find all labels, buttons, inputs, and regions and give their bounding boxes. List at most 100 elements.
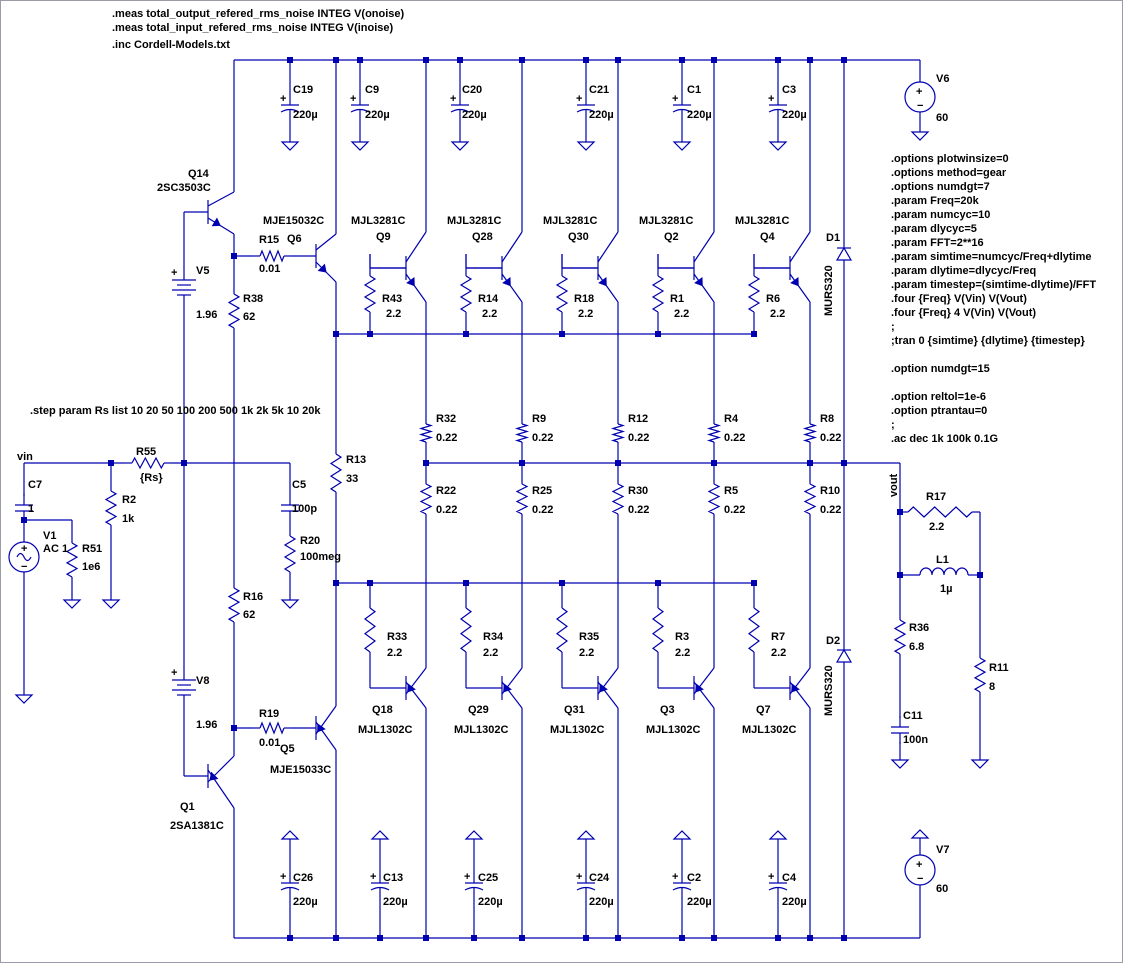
step-directive: .step param Rs list 10 20 50 100 200 500… <box>30 405 321 417</box>
base-resistor-r1 <box>651 268 665 320</box>
capacitor-c11 <box>891 716 909 744</box>
v7-value-label: 60 <box>936 883 948 895</box>
capacitor-ground <box>464 830 484 840</box>
battery-v8: + <box>171 667 196 708</box>
emitter-resistor-r30 <box>611 476 625 522</box>
v5-value-label: 1.96 <box>196 309 217 321</box>
resistor-r17 <box>900 506 980 518</box>
capacitor-ground <box>280 141 300 151</box>
base-resistor-r34 <box>459 600 473 660</box>
base-resistor-r35 <box>555 600 569 660</box>
r51-ground <box>62 599 82 609</box>
capacitor-polarity-mark: + <box>464 871 470 883</box>
d2-model-label: MURS320 <box>823 665 835 716</box>
resistor-value-label: 0.22 <box>820 504 841 516</box>
capacitor-ground <box>672 141 692 151</box>
capacitor-name-label: C26 <box>293 872 313 884</box>
output-transistor-q28 <box>466 231 523 303</box>
capacitor-name-label: C1 <box>687 84 701 96</box>
capacitor-polarity-mark: + <box>370 871 376 883</box>
resistor-value-label: 2.2 <box>674 308 689 320</box>
capacitor-ground <box>370 830 390 840</box>
capacitor-name-label: C20 <box>462 84 482 96</box>
battery-plus-mark: + <box>171 267 177 279</box>
inductor-l1 <box>900 567 980 576</box>
include-directive: .inc Cordell-Models.txt <box>112 39 230 51</box>
resistor-r38 <box>227 286 241 336</box>
resistor-r13 <box>329 446 343 500</box>
resistor-value-label: 2.2 <box>770 308 785 320</box>
r19-value-label: 0.01 <box>259 737 280 749</box>
transistor-model-label: MJL1302C <box>742 724 796 736</box>
capacitor-name-label: C24 <box>589 872 610 884</box>
capacitor-c5 <box>281 494 299 522</box>
battery-v5: + <box>171 267 196 308</box>
output-transistor-q29 <box>466 667 523 709</box>
transistor-ref-label: Q3 <box>660 704 675 716</box>
transistor-model-label: MJL1302C <box>454 724 508 736</box>
capacitor-value-label: 220µ <box>782 896 807 908</box>
source-minus-mark: − <box>917 873 923 885</box>
output-transistor-q7 <box>754 667 811 709</box>
transistor-ref-label: Q29 <box>468 704 489 716</box>
transistor-ref-label: Q2 <box>664 231 679 243</box>
capacitor-c21: + <box>576 93 596 121</box>
d2-name-label: D2 <box>826 635 840 647</box>
resistor-name-label: R8 <box>820 413 834 425</box>
r15-name-label: R15 <box>259 234 279 246</box>
transistor-ref-label: Q28 <box>472 231 493 243</box>
meas-directive-input: .meas total_input_refered_rms_noise INTE… <box>112 22 394 34</box>
r55-name-label: R55 <box>136 446 156 458</box>
resistor-name-label: R10 <box>820 485 840 497</box>
resistor-name-label: R43 <box>382 293 402 305</box>
emitter-resistor-r9 <box>514 416 530 450</box>
capacitor-value-label: 220µ <box>589 896 614 908</box>
r11-name-label: R11 <box>989 662 1009 674</box>
resistor-r19 <box>252 721 292 735</box>
resistor-name-label: R12 <box>628 413 648 425</box>
capacitor-polarity-mark: + <box>768 871 774 883</box>
capacitor-polarity-mark: + <box>350 93 356 105</box>
resistor-value-label: 2.2 <box>482 308 497 320</box>
resistor-value-label: 2.2 <box>579 647 594 659</box>
source-plus-mark: + <box>916 859 922 871</box>
emitter-resistor-r22 <box>419 476 433 522</box>
resistor-value-label: 0.22 <box>628 504 649 516</box>
capacitor-polarity-mark: + <box>576 93 582 105</box>
capacitor-name-label: C13 <box>383 872 403 884</box>
capacitor-polarity-mark: + <box>768 93 774 105</box>
capacitor-value-label: 220µ <box>383 896 408 908</box>
capacitor-value-label: 220µ <box>687 896 712 908</box>
base-resistor-r18 <box>555 268 569 320</box>
source-minus-mark: − <box>21 561 27 573</box>
output-transistor-q9 <box>370 231 427 303</box>
r20-value-label: 100meg <box>300 551 341 563</box>
d1-model-label: MURS320 <box>823 265 835 316</box>
resistor-name-label: R1 <box>670 293 684 305</box>
capacitor-value-label: 220µ <box>293 109 318 121</box>
capacitor-c4: + <box>768 871 788 899</box>
transistor-ref-label: Q9 <box>376 231 391 243</box>
capacitor-c2: + <box>672 871 692 899</box>
resistor-name-label: R32 <box>436 413 456 425</box>
capacitor-name-label: C25 <box>478 872 498 884</box>
r11-value-label: 8 <box>989 681 995 693</box>
v7-name-label: V7 <box>936 844 949 856</box>
q14-model-label: 2SC3503C <box>157 182 211 194</box>
resistor-r15 <box>252 249 292 263</box>
v7-voltage-source: +− <box>904 854 936 886</box>
v1-name-label: V1 <box>43 530 56 542</box>
q6-ref-label: Q6 <box>287 233 302 245</box>
source-plus-mark: + <box>21 543 27 555</box>
transistor-ref-label: Q7 <box>756 704 771 716</box>
output-transistor-q31 <box>562 667 619 709</box>
emitter-resistor-r5 <box>707 476 721 522</box>
capacitor-c3: + <box>768 93 788 121</box>
base-resistor-r3 <box>651 600 665 660</box>
capacitor-c1: + <box>672 93 692 121</box>
resistor-name-label: R5 <box>724 485 738 497</box>
r36-name-label: R36 <box>909 622 929 634</box>
resistor-r11 <box>973 650 987 700</box>
capacitor-c25: + <box>464 871 484 899</box>
v6-voltage-source: +− <box>904 81 936 113</box>
